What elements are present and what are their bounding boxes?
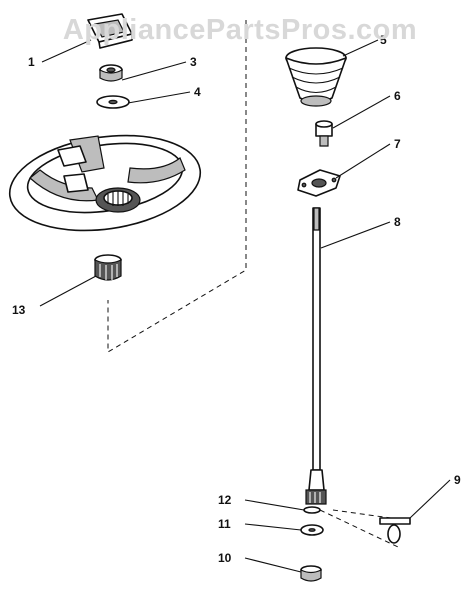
pin-part[interactable] <box>379 517 411 544</box>
callout-10: 10 <box>218 551 232 565</box>
callout-13: 13 <box>12 303 26 317</box>
callout-labels: 1 3 4 5 6 7 8 9 10 11 12 13 <box>12 33 461 565</box>
flat-washer-part[interactable] <box>96 95 130 109</box>
callout-7: 7 <box>394 137 401 151</box>
steering-adapter-part[interactable] <box>94 254 122 281</box>
hex-nut-part[interactable] <box>99 64 123 82</box>
steering-boot-part[interactable] <box>285 47 347 107</box>
callout-1: 1 <box>28 55 35 69</box>
assembly-guide-lines <box>107 20 406 548</box>
callout-8: 8 <box>394 215 401 229</box>
callout-12: 12 <box>218 493 232 507</box>
steering-cap-part[interactable] <box>87 13 133 49</box>
callout-6: 6 <box>394 89 401 103</box>
watermark-text: AppliancePartsPros.com <box>62 14 418 46</box>
washer-part[interactable] <box>300 524 324 536</box>
steering-wheel-part[interactable] <box>4 124 207 242</box>
callout-3: 3 <box>190 55 197 69</box>
lock-nut-part[interactable] <box>300 565 322 582</box>
leader-lines <box>39 39 451 573</box>
bolt-part[interactable] <box>315 120 333 147</box>
callout-11: 11 <box>218 517 231 531</box>
small-washer-part[interactable] <box>303 506 321 514</box>
flange-bushing-part[interactable] <box>297 169 341 197</box>
steering-shaft-part[interactable] <box>305 207 327 505</box>
callout-4: 4 <box>194 85 201 99</box>
callout-9: 9 <box>454 473 461 487</box>
callout-5: 5 <box>380 33 387 47</box>
